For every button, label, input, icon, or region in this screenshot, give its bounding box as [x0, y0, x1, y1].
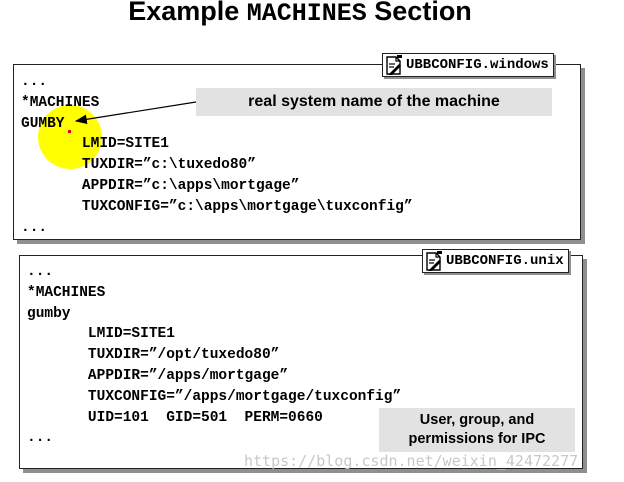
watermark: https://blog.csdn.net/weixin_42472277	[244, 452, 579, 470]
unix-filename: UBBCONFIG.unix	[446, 253, 564, 269]
title-suffix: Section	[366, 0, 472, 26]
title-prefix: Example	[128, 0, 247, 26]
windows-filename-tag: UBBCONFIG.windows	[382, 53, 554, 77]
windows-filename: UBBCONFIG.windows	[406, 57, 549, 73]
unix-filename-tag: UBBCONFIG.unix	[422, 249, 569, 273]
unix-config-panel: ... *MACHINES gumby LMID=SITE1 TUXDIR=”/…	[19, 249, 583, 469]
title-keyword: MACHINES	[246, 0, 367, 28]
document-edit-icon	[386, 55, 402, 75]
callout-arrow	[74, 101, 197, 125]
document-edit-icon	[426, 251, 442, 271]
windows-config-panel: ... *MACHINES GUMBY LMID=SITE1 TUXDIR=”c…	[13, 53, 581, 240]
page-title: Example MACHINES Section	[0, 0, 600, 28]
ipc-permissions-callout: User, group, and permissions for IPC	[379, 408, 575, 452]
machine-name-highlight	[38, 105, 102, 169]
machine-name-callout: real system name of the machine	[196, 88, 552, 116]
pointer-dot	[68, 130, 71, 133]
ipc-callout-line-2: permissions for IPC	[408, 431, 546, 447]
ipc-callout-line-1: User, group, and	[419, 412, 535, 428]
unix-config-code: ... *MACHINES gumby LMID=SITE1 TUXDIR=”/…	[27, 264, 402, 447]
windows-config-code: ... *MACHINES GUMBY LMID=SITE1 TUXDIR=”c…	[21, 74, 413, 236]
